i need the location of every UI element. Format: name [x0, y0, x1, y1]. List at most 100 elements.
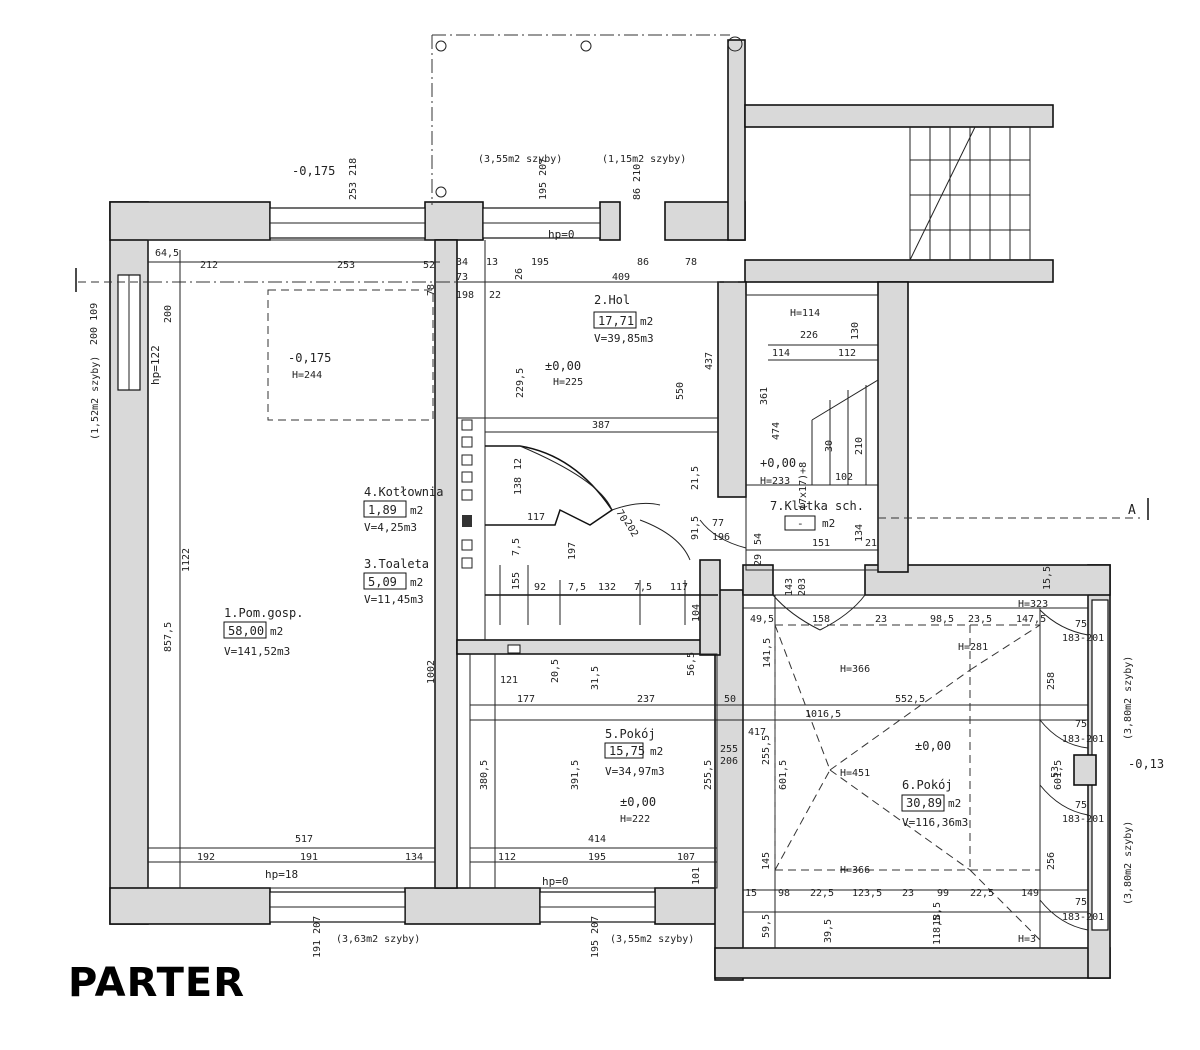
level-2: ±0,00 — [545, 359, 581, 373]
dim: 21,5 — [690, 466, 701, 490]
room-3-name: 3.Toaleta — [364, 557, 429, 571]
dim: 132 — [598, 582, 616, 593]
height-3: H=3 — [1018, 934, 1036, 945]
room-5-area: 15,75 — [609, 744, 645, 758]
dim: 203 — [797, 578, 808, 596]
dim: 98 — [778, 888, 790, 899]
dim: 123,5 — [852, 888, 882, 899]
dim: 206 — [720, 756, 738, 767]
dim: 197 — [567, 542, 578, 560]
room-1-volume: V=141,52m3 — [224, 645, 290, 658]
dim: 1002 — [426, 660, 437, 684]
dim: 30 — [824, 440, 835, 452]
hol-area — [457, 240, 718, 654]
dim: 77 — [712, 518, 724, 529]
dim: 151 — [812, 538, 830, 549]
room-4-volume: V=4,25m3 — [364, 521, 417, 534]
dim: 226 — [800, 330, 818, 341]
level-1-height: H=244 — [292, 370, 322, 381]
level-right: -0,13 — [1128, 757, 1164, 771]
dim: 7,5 — [511, 538, 522, 556]
height-366b: H=366 — [840, 865, 870, 876]
dim: 104 — [691, 604, 702, 622]
dim: 78 — [685, 257, 697, 268]
dim: 22 — [489, 290, 501, 301]
level-2-height: H=225 — [553, 377, 583, 388]
dim: 198 — [456, 290, 474, 301]
dim: 158 — [812, 614, 830, 625]
dim: 195 — [588, 852, 606, 863]
height-366a: H=366 — [840, 664, 870, 675]
dim: 73 — [456, 272, 468, 283]
dim: 143 — [784, 578, 795, 596]
dim: 414 — [588, 834, 606, 845]
dim: 601,5 — [1053, 760, 1064, 790]
dim: 147,5 — [1016, 614, 1046, 625]
dim: 18,5 — [932, 902, 943, 926]
room-4-area: 1,89 — [368, 503, 397, 517]
dim: 601,5 — [778, 760, 789, 790]
dim: 196 — [712, 532, 730, 543]
room-6-volume: V=116,36m3 — [902, 816, 968, 829]
dim: 21 — [865, 538, 877, 549]
dim: 130 — [850, 322, 861, 340]
section-line — [75, 268, 1149, 520]
walls — [109, 39, 1111, 981]
room-5-name: 5.Pokój — [605, 727, 656, 741]
glazing-labels: (3,55m2 szyby) (1,15m2 szyby) (1,52m2 sz… — [90, 154, 1134, 945]
room-7-area: - — [797, 517, 804, 530]
room-1-unit: m2 — [270, 625, 283, 638]
dim: 253 218 — [348, 158, 359, 200]
dim: 12 — [513, 458, 524, 470]
room-labels: 1.Pom.gosp. 58,00 m2 V=141,52m3 2.Hol 17… — [224, 293, 968, 829]
dim: 200 — [163, 305, 174, 323]
dim: 114 — [772, 348, 790, 359]
room-6 — [742, 594, 1097, 949]
dim: 191 — [300, 852, 318, 863]
room-5 — [469, 653, 1088, 889]
dim: 26 — [514, 268, 525, 280]
dim: 253 — [337, 260, 355, 271]
glazing-1: (3,55m2 szyby) — [478, 154, 562, 165]
dim: 550 — [675, 382, 686, 400]
level-7: +0,00 — [760, 456, 796, 470]
dim: 78 — [426, 284, 437, 296]
dim: 195 207 — [538, 158, 549, 200]
terrace — [431, 34, 743, 205]
room-7-unit: m2 — [822, 517, 835, 530]
dim: 107 — [677, 852, 695, 863]
level-5-height: H=222 — [620, 814, 650, 825]
dim: 256 — [1046, 852, 1057, 870]
level-labels: -0,175 H=244 ±0,00 H=225 ±0,00 H=222 ±0,… — [288, 164, 1164, 825]
height-281: H=281 — [958, 642, 988, 653]
dim: 52 — [423, 260, 435, 271]
dimensions: 64,5 212 253 52 34 13 195 86 78 73 409 2… — [89, 158, 1104, 958]
dim: 22,5 — [970, 888, 994, 899]
room-4-name: 4.Kotłownia — [364, 485, 443, 499]
room-2-area: 17,71 — [598, 314, 634, 328]
glazing-5: (3,55m2 szyby) — [610, 934, 694, 945]
dim: 34 — [456, 257, 468, 268]
dim: 134 — [405, 852, 423, 863]
dim: 255,5 — [703, 760, 714, 790]
dim: 202 — [621, 518, 640, 539]
height-451: H=451 — [840, 768, 870, 779]
dim: 177 — [517, 694, 535, 705]
dim: 192 — [197, 852, 215, 863]
dim: 112 — [498, 852, 516, 863]
dim: 134 — [854, 524, 865, 542]
dim: 118,5 — [932, 915, 943, 945]
dim: 23 — [902, 888, 914, 899]
dim: 417 — [748, 727, 766, 738]
dim: 13 — [486, 257, 498, 268]
dim: 7,5 — [634, 582, 652, 593]
dim: 75 — [1075, 800, 1087, 811]
room-5-volume: V=34,97m3 — [605, 765, 665, 778]
height-114: H=114 — [790, 308, 820, 319]
dim: 258 — [1046, 672, 1057, 690]
dim: 141,5 — [762, 638, 773, 668]
dim: 391,5 — [570, 760, 581, 790]
dim: 237 — [637, 694, 655, 705]
glazing-7: (3,80m2 szyby) — [1123, 821, 1134, 905]
level-1: -0,175 — [288, 351, 331, 365]
